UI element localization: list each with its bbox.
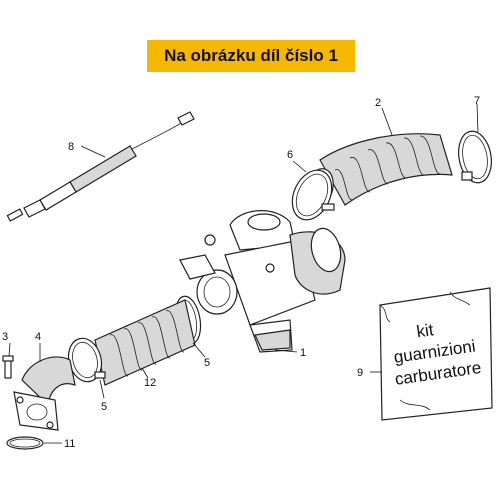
part-8-throttle-cable[interactable]	[6, 111, 195, 222]
callout-3: 3	[2, 331, 8, 343]
banner-text: Na obrázku díl číslo 1	[164, 46, 338, 65]
part-4-intake-manifold[interactable]	[13, 356, 76, 431]
part-3-stud-bolt[interactable]	[2, 355, 14, 379]
kit-label-line1: kit	[415, 320, 435, 341]
part-6-hose-clamp[interactable]	[285, 164, 340, 226]
part-9-gasket-kit-bag[interactable]	[379, 287, 493, 421]
callout-12: 12	[144, 377, 156, 389]
part-5-hose-clamp-lower[interactable]	[64, 335, 106, 386]
callout-11: 11	[64, 438, 75, 450]
callout-leader-lines	[8, 103, 479, 444]
callout-7: 7	[474, 95, 480, 107]
callout-8: 8	[68, 141, 74, 153]
part-number-banner: Na obrázku díl číslo 1	[147, 40, 355, 72]
callout-4: 4	[35, 331, 41, 343]
callout-1: 1	[300, 347, 306, 359]
callout-5-lower: 5	[101, 401, 107, 413]
callout-2: 2	[375, 97, 381, 109]
callout-9: 9	[357, 367, 363, 379]
callout-5-upper: 5	[204, 357, 210, 369]
callout-6: 6	[287, 149, 293, 161]
part-1-carburetor[interactable]	[179, 210, 346, 353]
part-11-o-ring[interactable]	[6, 436, 44, 450]
part-7-hose-clamp[interactable]	[455, 129, 496, 186]
